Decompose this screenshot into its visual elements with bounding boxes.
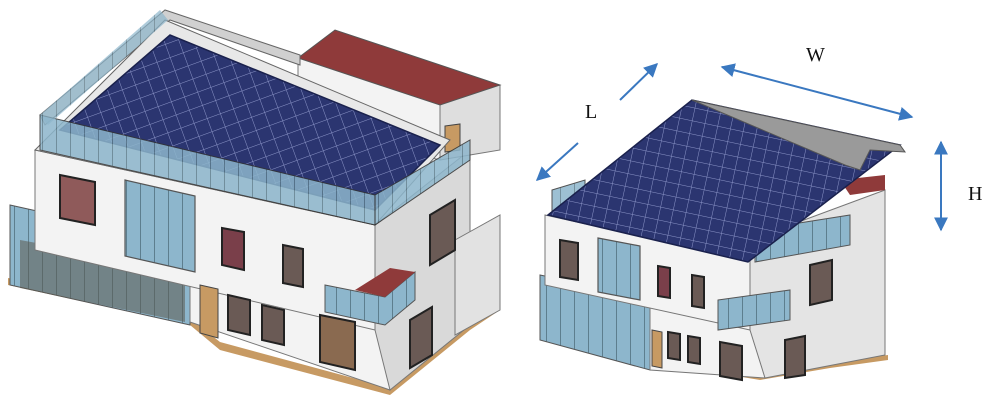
label-length: L [585,101,598,123]
label-width: W [806,44,825,66]
right-balcony [717,289,791,331]
left-ground-interior [20,240,185,322]
arrow-width [720,63,914,121]
left-side-wall-lower [454,214,501,336]
right-window-4 [667,330,681,362]
left-door [199,284,219,339]
left-window-2 [221,226,245,272]
left-window-4 [227,293,251,337]
left-window-1 [59,173,96,227]
right-side-window-2 [784,334,806,380]
right-door [651,329,663,369]
left-window-5 [261,303,285,347]
right-building [539,99,907,382]
left-side-window-1 [429,198,456,267]
left-side-window-2 [409,305,433,370]
right-glass-bay [597,237,641,301]
label-height: H [968,183,983,205]
right-window-5 [687,334,701,366]
right-window-3 [691,273,705,310]
right-window-6 [719,340,743,382]
left-building [8,9,502,395]
left-glass-bay [124,179,196,273]
left-roof-railing-side [374,139,471,226]
right-window-1 [559,238,579,282]
left-stair-tower-roof [296,29,502,106]
arrow-length-upper [619,63,659,101]
left-rear-railing [40,10,168,125]
left-window-3 [282,243,304,289]
arrow-length-lower [535,142,579,181]
left-window-6 [319,313,356,372]
right-window-2 [657,264,671,300]
right-side-window-1 [809,258,833,307]
left-balcony-roof [355,268,415,297]
